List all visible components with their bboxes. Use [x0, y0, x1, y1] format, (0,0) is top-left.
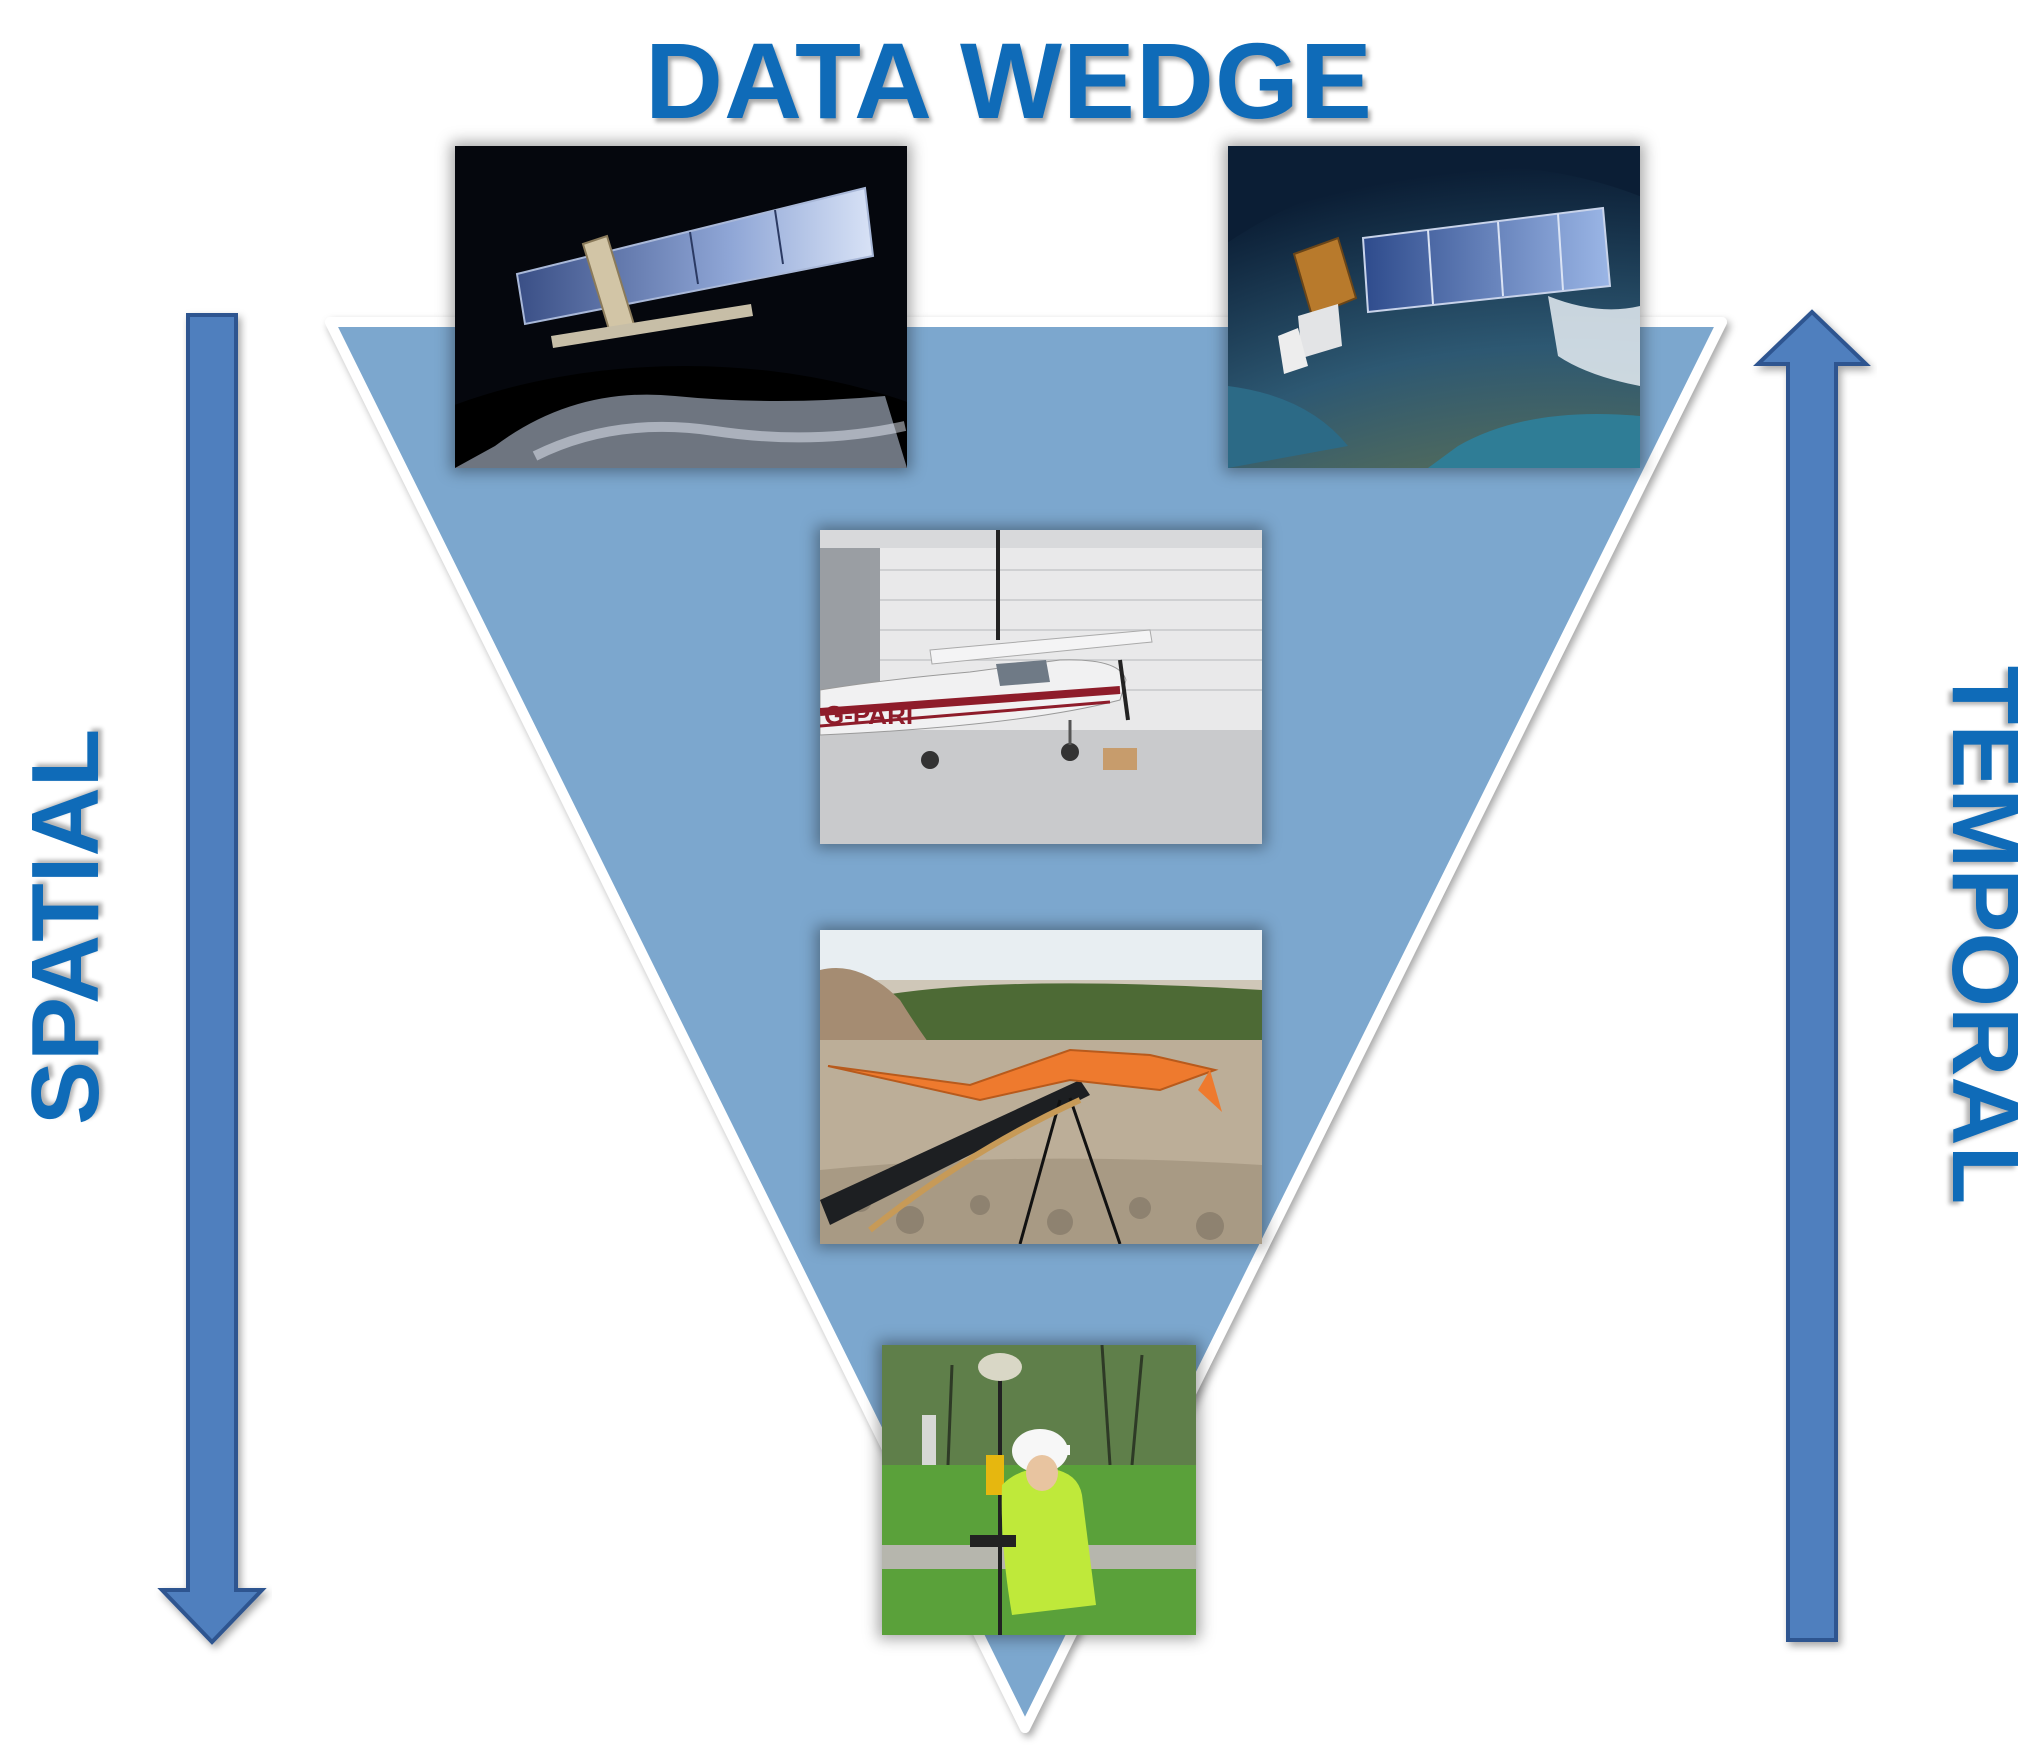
- surveyor-photo: [882, 1345, 1196, 1635]
- aircraft-photo: G-PARI: [820, 530, 1262, 844]
- satellite-photo-right: [1228, 146, 1640, 468]
- temporal-label: TEMPORAL: [1932, 665, 2018, 1205]
- satellite-photo-left: [455, 146, 907, 468]
- aircraft-registration: G-PARI: [824, 700, 913, 730]
- spatial-arrow: [157, 313, 267, 1645]
- temporal-arrow: [1753, 309, 1871, 1642]
- diagram-title: DATA WEDGE: [645, 20, 1373, 141]
- drone-photo: [820, 930, 1262, 1244]
- spatial-label: SPATIAL: [12, 728, 119, 1125]
